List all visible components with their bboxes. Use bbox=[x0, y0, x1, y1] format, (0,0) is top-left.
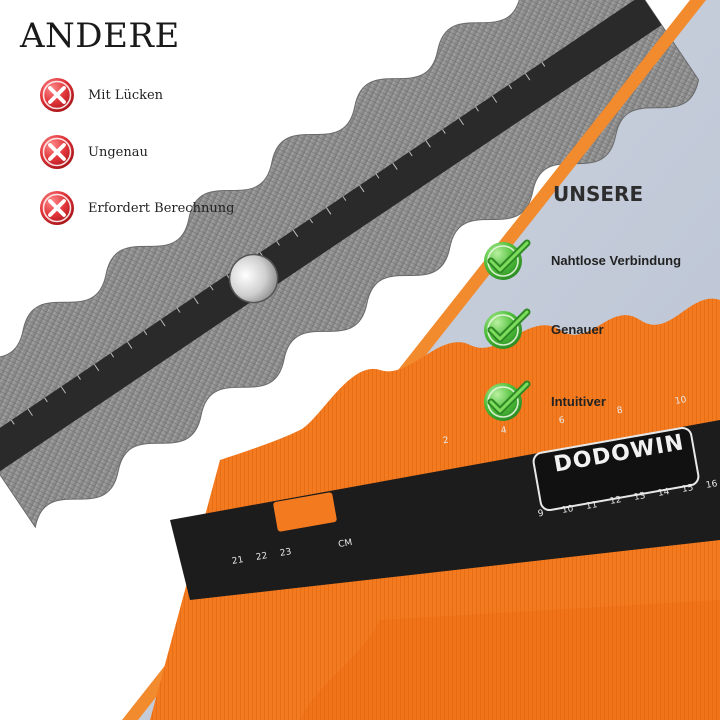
ruler-tick-label: 10 bbox=[561, 503, 575, 516]
brand-badge bbox=[532, 426, 700, 512]
ruler-tick-label: 11 bbox=[585, 499, 599, 512]
competitor-title: ANDERE bbox=[20, 16, 180, 56]
gray-gauge-ruler bbox=[0, 0, 662, 473]
ruler-tick-label: 23 bbox=[279, 546, 293, 559]
drawback-item-gaps: Mit Lücken bbox=[38, 76, 163, 114]
x-cross-icon bbox=[38, 189, 76, 227]
gray-contour-gauge bbox=[0, 0, 700, 529]
x-cross-icon bbox=[38, 133, 76, 171]
ruler-tick-label: 4 bbox=[500, 425, 508, 437]
advantage-item-accurate: Genauer bbox=[481, 306, 604, 352]
unit-label: CM bbox=[337, 537, 354, 551]
checkmark-icon bbox=[481, 378, 533, 424]
slider-lock bbox=[273, 492, 337, 532]
ruler-tick-label: 21 bbox=[231, 555, 245, 567]
advantage-item-seamless: Nahtlose Verbindung bbox=[481, 237, 681, 283]
checkmark-icon bbox=[481, 306, 533, 352]
advantage-item-intuitive: Intuitiver bbox=[481, 378, 606, 424]
drawback-label: Ungenau bbox=[88, 144, 148, 160]
advantage-label: Genauer bbox=[551, 321, 604, 337]
drawback-item-inaccurate: Ungenau bbox=[38, 133, 148, 171]
x-cross-icon bbox=[38, 76, 76, 114]
ruler-tick-label: 8 bbox=[616, 405, 624, 417]
drawback-item-calculation: Erfordert Berechnung bbox=[38, 189, 234, 227]
orange-contour-gauge bbox=[150, 298, 720, 720]
ruler-tick-label: 15 bbox=[681, 482, 695, 495]
ruler-tick-label: 9 bbox=[537, 508, 545, 520]
ruler-tick-label: 10 bbox=[674, 395, 688, 407]
ruler-tick-label: 22 bbox=[255, 550, 269, 563]
advantage-label: Intuitiver bbox=[551, 393, 606, 409]
ruler-tick-label: 16 bbox=[705, 478, 719, 491]
our-title: UNSERE bbox=[553, 182, 644, 206]
orange-lower-shade bbox=[300, 600, 720, 720]
locking-knob bbox=[228, 253, 279, 304]
advantage-label: Nahtlose Verbindung bbox=[551, 252, 682, 268]
drawback-label: Mit Lücken bbox=[88, 87, 164, 103]
checkmark-icon bbox=[481, 237, 533, 283]
ruler-tick-label: 14 bbox=[657, 487, 671, 499]
drawback-label: Erfordert Berechnung bbox=[88, 200, 235, 216]
